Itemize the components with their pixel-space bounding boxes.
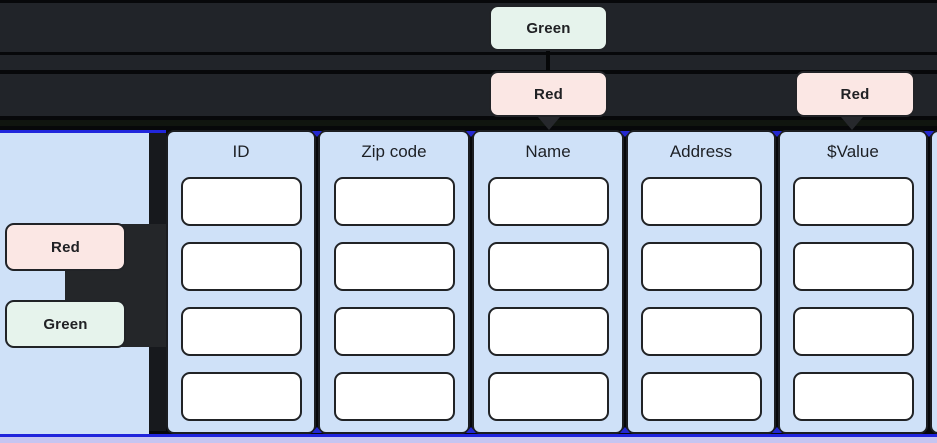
anchor-caret-icon xyxy=(620,427,630,433)
column-panel-value[interactable]: $Value xyxy=(778,130,928,434)
column-panel-address[interactable]: Address xyxy=(626,130,776,434)
cell-input[interactable] xyxy=(487,307,609,356)
cell-input[interactable] xyxy=(180,307,302,356)
anchor-caret-icon xyxy=(312,131,322,137)
column-cells xyxy=(628,177,774,421)
top-band-1 xyxy=(0,3,937,52)
cell-input[interactable] xyxy=(640,177,762,226)
anchor-caret-icon xyxy=(620,131,630,137)
left-panel-selection-border xyxy=(0,130,166,133)
top-band-3 xyxy=(0,74,937,116)
badge-label: Green xyxy=(526,19,571,37)
cell-input[interactable] xyxy=(640,372,762,421)
footer-selection-border xyxy=(0,434,937,437)
column-header-zip-code: Zip code xyxy=(361,142,427,161)
anchor-caret-icon xyxy=(312,427,322,433)
cell-input[interactable] xyxy=(180,177,302,226)
top-band-tint xyxy=(0,120,937,126)
column-cells xyxy=(780,177,926,421)
anchor-caret-icon xyxy=(924,131,934,137)
cell-input[interactable] xyxy=(180,242,302,291)
column-cells xyxy=(320,177,468,421)
anchor-caret-icon xyxy=(466,427,476,433)
column-panel-id[interactable]: ID xyxy=(166,130,316,434)
column-panel-zip-code[interactable]: Zip code xyxy=(318,130,470,434)
column-header-value: $Value xyxy=(827,142,879,161)
cell-input[interactable] xyxy=(180,372,302,421)
anchor-caret-icon xyxy=(772,131,782,137)
anchor-caret-icon xyxy=(466,131,476,137)
column-cells xyxy=(474,177,622,421)
badge-label: Red xyxy=(840,85,870,103)
cell-input[interactable] xyxy=(487,242,609,291)
cell-input[interactable] xyxy=(487,177,609,226)
column-cells xyxy=(168,177,314,421)
cell-input[interactable] xyxy=(333,307,455,356)
pointer-arrow-icon xyxy=(841,117,863,130)
column-header-id: ID xyxy=(232,142,250,161)
badge-red-left[interactable]: Red xyxy=(5,223,126,271)
badge-red-value-column[interactable]: Red xyxy=(795,71,915,117)
footer-strip xyxy=(0,437,937,443)
top-band-2 xyxy=(0,55,937,70)
cell-input[interactable] xyxy=(333,372,455,421)
badge-label: Red xyxy=(534,85,563,103)
column-header-name: Name xyxy=(525,142,571,161)
cell-input[interactable] xyxy=(333,242,455,291)
pointer-arrow-icon xyxy=(538,117,560,130)
cell-input[interactable] xyxy=(792,372,914,421)
cell-input[interactable] xyxy=(640,307,762,356)
column-panel-name[interactable]: Name xyxy=(472,130,624,434)
connector-line xyxy=(546,51,550,72)
cell-input[interactable] xyxy=(792,177,914,226)
column-panel-clipped[interactable] xyxy=(930,130,937,434)
cell-input[interactable] xyxy=(792,242,914,291)
anchor-caret-icon xyxy=(772,427,782,433)
badge-red-name-column[interactable]: Red xyxy=(489,71,608,117)
badge-label: Red xyxy=(51,238,80,256)
cell-input[interactable] xyxy=(640,242,762,291)
cell-input[interactable] xyxy=(792,307,914,356)
cell-input[interactable] xyxy=(487,372,609,421)
badge-label: Green xyxy=(43,315,88,333)
cell-input[interactable] xyxy=(333,177,455,226)
column-header-address: Address xyxy=(669,142,733,161)
badge-green-top[interactable]: Green xyxy=(489,5,608,51)
badge-green-left[interactable]: Green xyxy=(5,300,126,348)
